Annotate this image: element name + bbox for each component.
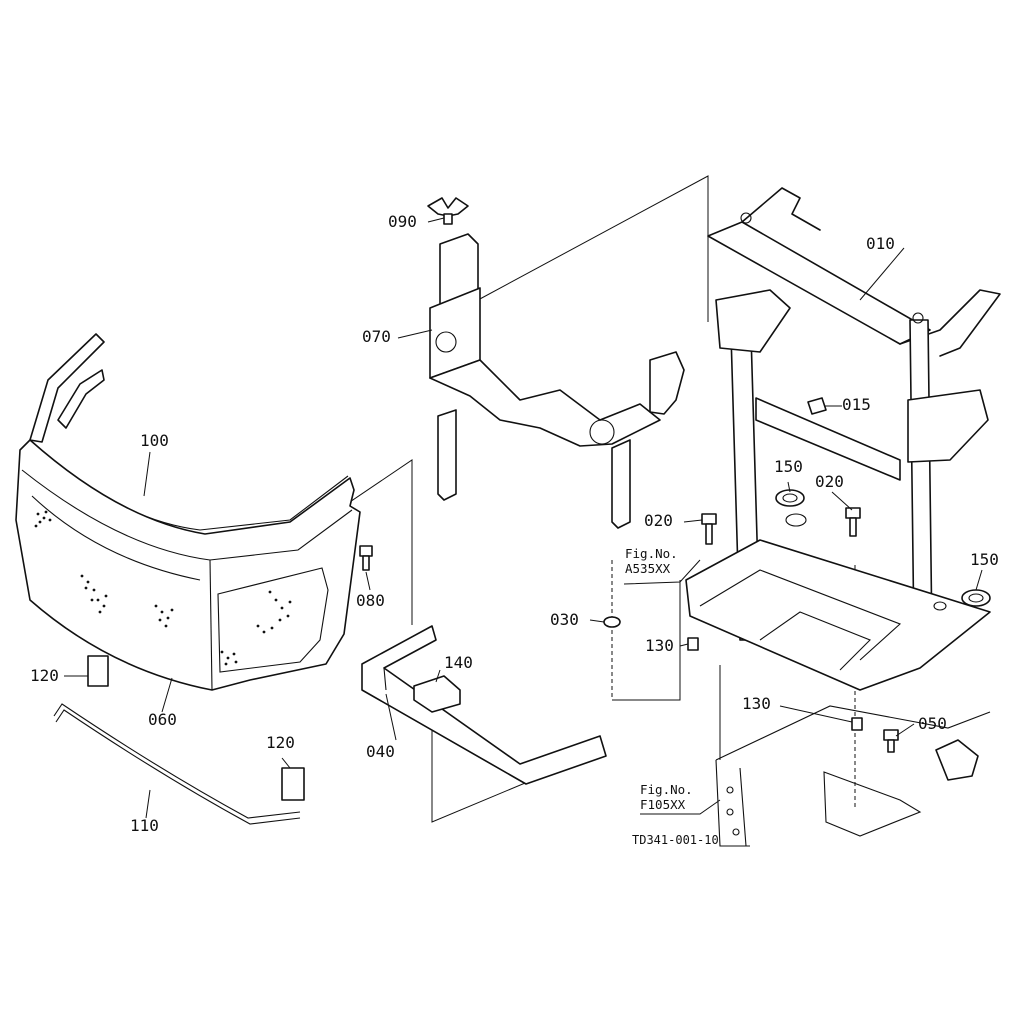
bolt-020-right	[845, 507, 861, 537]
callout-140: 140	[444, 653, 473, 672]
callout-120-right: 120	[266, 733, 295, 752]
callout-040: 040	[366, 742, 395, 761]
bolt-130-right	[851, 717, 863, 731]
bolt-130-left	[687, 637, 699, 651]
callout-130-right: 130	[742, 694, 771, 713]
callout-030: 030	[550, 610, 579, 629]
grommet-150-right	[961, 589, 991, 607]
fig-ref-a535xx: Fig.No. A535XX	[625, 546, 678, 576]
callout-015: 015	[842, 395, 871, 414]
callout-050: 050	[918, 714, 947, 733]
callout-leaders	[64, 217, 983, 819]
fig-ref-f105xx: Fig.No. F105XX	[640, 782, 693, 812]
callout-070: 070	[362, 327, 391, 346]
callout-120-left: 120	[30, 666, 59, 685]
bolt-080	[359, 545, 373, 571]
bolt-020-left	[701, 513, 717, 545]
callout-080: 080	[356, 591, 385, 610]
callout-100: 100	[140, 431, 169, 450]
callout-020-left: 020	[644, 511, 673, 530]
pad-120-right	[281, 767, 305, 801]
lower-panel-040	[361, 625, 607, 785]
fig-ref-a535xx-line1: Fig.No.	[625, 546, 678, 561]
wing-nut-090	[427, 197, 469, 225]
block-140	[413, 675, 461, 713]
callout-150-center: 150	[774, 457, 803, 476]
callout-130-left: 130	[645, 636, 674, 655]
fig-ref-a535xx-line2: A535XX	[625, 561, 671, 576]
lower-trim-seal-110	[53, 703, 301, 825]
clip-015	[807, 397, 827, 415]
fig-ref-f105xx-line1: Fig.No.	[640, 782, 693, 797]
guide-lines	[311, 175, 856, 823]
callout-010: 010	[866, 234, 895, 253]
fig-ref-f105xx-line2: F105XX	[640, 797, 686, 812]
support-bracket-070	[429, 233, 685, 529]
pad-120-left	[87, 655, 109, 687]
main-frame-010	[685, 187, 1001, 691]
bolt-050	[883, 729, 899, 753]
front-grille-060	[15, 439, 361, 691]
drawing-code: TD341-001-10	[632, 833, 719, 847]
callout-150-right: 150	[970, 550, 999, 569]
grommet-150-center	[775, 489, 805, 507]
callout-110: 110	[130, 816, 159, 835]
chassis-f105xx	[715, 705, 991, 847]
callout-090: 090	[388, 212, 417, 231]
nut-030	[603, 616, 621, 628]
callout-020-right: 020	[815, 472, 844, 491]
callout-060: 060	[148, 710, 177, 729]
